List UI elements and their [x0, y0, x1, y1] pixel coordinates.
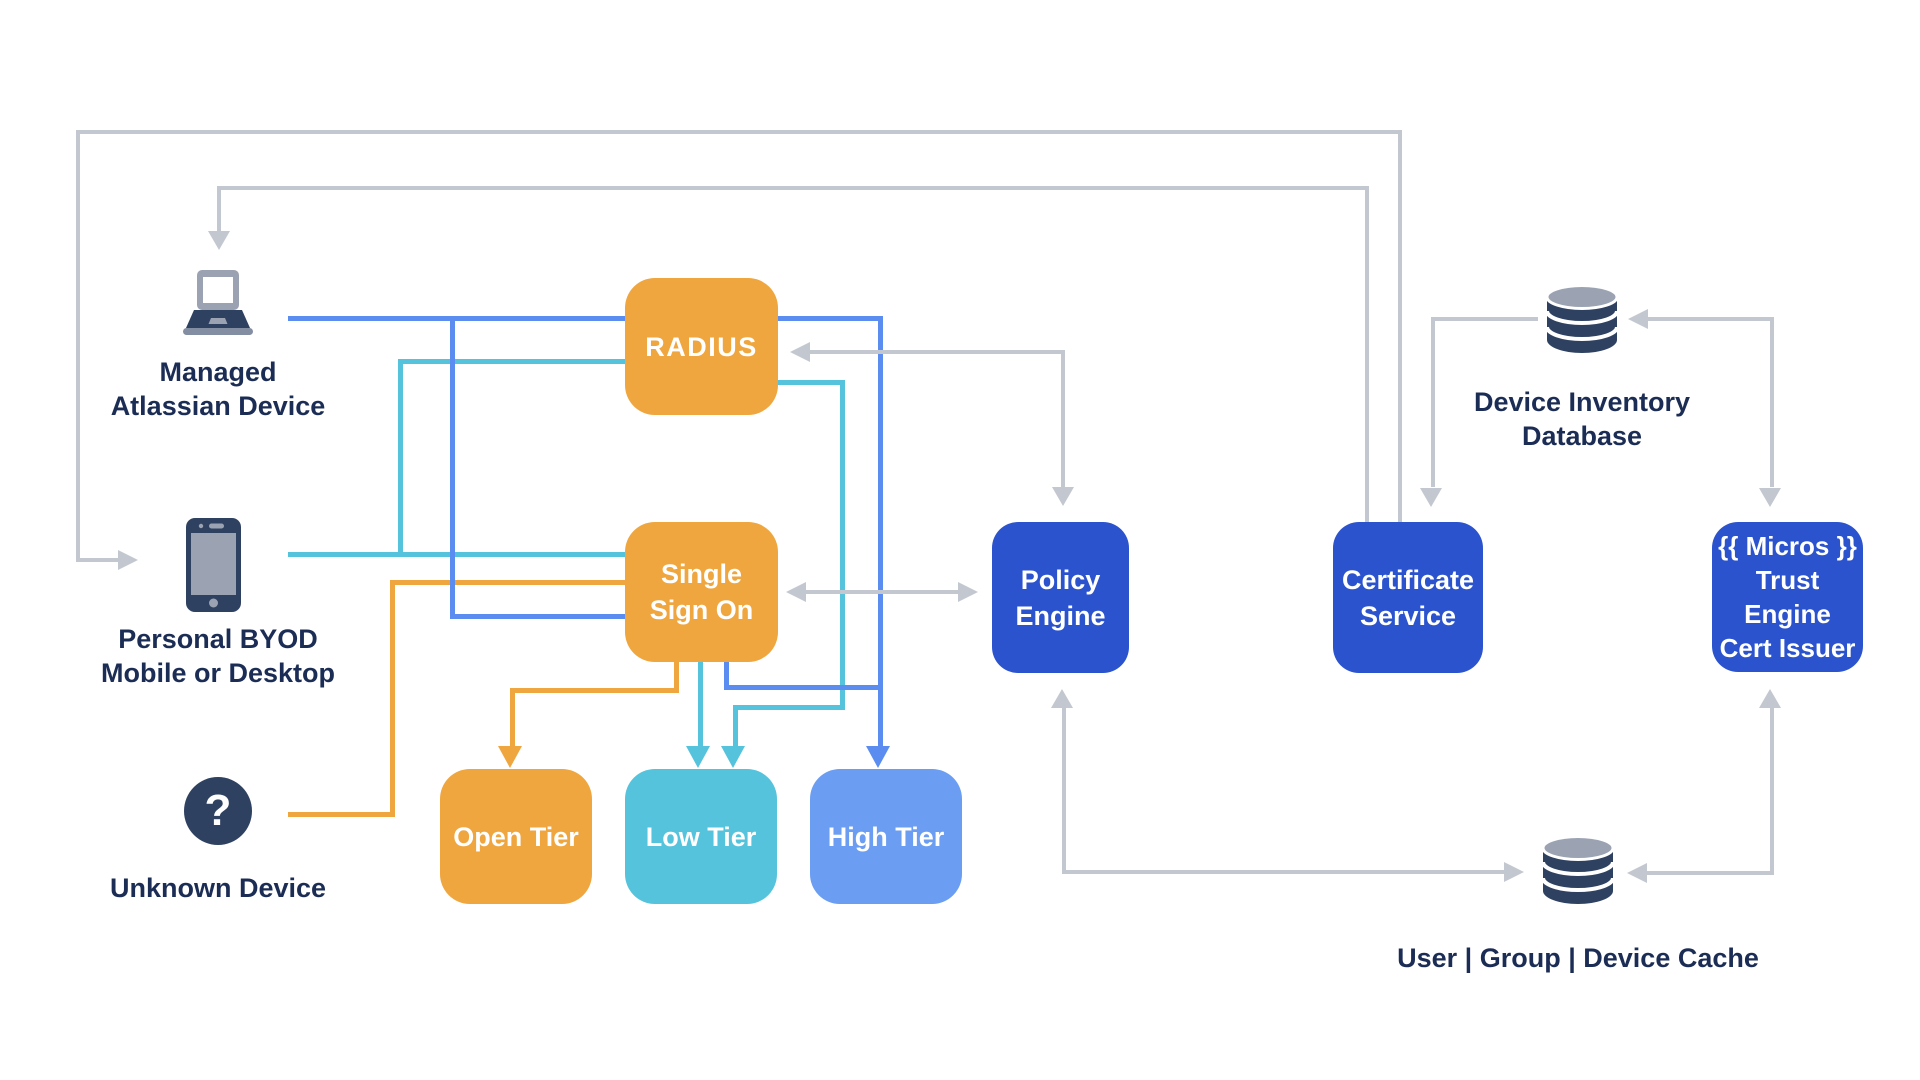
edge-policy-cache: [1062, 707, 1066, 874]
edge-sso-opentier: [674, 662, 679, 693]
arrowhead-cache-left: [1504, 862, 1524, 882]
node-low-tier: Low Tier: [625, 769, 777, 904]
node-label: Trust Engine: [1744, 565, 1831, 629]
arrowhead-byod: [118, 550, 138, 570]
edge-radius-lowtier: [840, 380, 845, 710]
arrowhead-inventory-right: [1628, 309, 1648, 329]
node-label: Policy: [1020, 564, 1101, 595]
arrowhead-policy-top: [1052, 487, 1074, 506]
edge-radius-policy: [1061, 350, 1065, 487]
edge-inventory-cert: [1431, 317, 1538, 321]
arrowhead-managed: [208, 231, 230, 250]
node-label: Engine: [1015, 600, 1106, 631]
edge-certservice-byod: [76, 130, 80, 562]
edge-radius-hightier: [878, 316, 883, 746]
edge-inventory-micros: [1770, 317, 1774, 487]
laptop-icon: [183, 270, 253, 335]
arrowhead-opentier: [498, 746, 522, 768]
database-icon: [1541, 835, 1615, 904]
question-glyph: ?: [204, 786, 232, 835]
node-label: Low Tier: [645, 821, 757, 852]
node-label: Single: [660, 559, 742, 589]
edge-radius-lowtier: [733, 705, 738, 746]
edge-unknown-sso: [390, 580, 395, 817]
edge-policy-cache: [1062, 870, 1504, 874]
label-managed-device: Managed Atlassian Device: [110, 357, 326, 421]
arrowhead-sso: [786, 582, 806, 602]
arrowhead-radius: [790, 342, 810, 362]
arrowhead-lowtier-right: [721, 746, 745, 768]
node-label: Cert Issuer: [1719, 633, 1856, 663]
edge-byod-sso: [288, 552, 625, 557]
edge-certservice-byod: [1398, 130, 1402, 524]
label-user-cache: User | Group | Device Cache: [1397, 943, 1759, 973]
node-label: Certificate: [1341, 564, 1475, 595]
edge-sso-hightier: [724, 662, 729, 690]
question-mark-icon: ?: [184, 777, 252, 845]
edge-sso-opentier: [510, 688, 677, 693]
arrowhead-micros-top: [1759, 488, 1781, 507]
edge-radius-lowtier: [733, 705, 843, 710]
arrowhead-policy-bottom: [1051, 689, 1073, 708]
edge-certservice-managed: [217, 186, 221, 232]
edge-sso-opentier: [510, 688, 515, 746]
edge-laptop-radius: [288, 316, 625, 321]
label-device-inventory: Device Inventory Database: [1473, 387, 1691, 451]
arrowhead-cache-right: [1627, 863, 1647, 883]
edge-sso-policy: [806, 590, 958, 594]
node-single-sign-on: Single Sign On: [625, 522, 778, 662]
edge-radius-lowtier: [778, 380, 845, 385]
edge-inventory-micros: [1648, 317, 1774, 321]
node-micros-trust-engine: {{ Micros }} Trust Engine Cert Issuer: [1712, 522, 1863, 672]
arrowhead-micros-bottom: [1759, 689, 1781, 708]
edge-unknown-sso: [390, 580, 625, 585]
edge-cache-micros: [1770, 708, 1774, 875]
node-label: {{ Micros }}: [1718, 531, 1857, 561]
smartphone-icon: [186, 518, 241, 612]
node-label: RADIUS: [645, 331, 758, 362]
node-radius: RADIUS: [625, 278, 778, 415]
arrowhead-lowtier-left: [686, 746, 710, 768]
edge-cache-micros: [1647, 871, 1774, 875]
edge-certservice-byod: [76, 558, 118, 562]
node-certificate-service: Certificate Service: [1333, 522, 1483, 673]
edge-byod-radius: [398, 359, 625, 364]
edge-unknown-sso: [288, 812, 393, 817]
label-byod-device: Personal BYOD Mobile or Desktop: [100, 624, 336, 688]
label-unknown-device: Unknown Device: [109, 873, 327, 903]
node-label: High Tier: [827, 821, 945, 852]
node-high-tier: High Tier: [810, 769, 962, 904]
arrowhead-hightier: [866, 746, 890, 768]
arrowhead-policy-left: [958, 582, 978, 602]
edge-sso-hightier: [724, 685, 883, 690]
edge-certservice-byod: [76, 130, 1402, 134]
node-label: Sign On: [649, 595, 754, 625]
node-policy-engine: Policy Engine: [992, 522, 1129, 673]
edge-certservice-managed: [1365, 186, 1369, 524]
node-label: Service: [1359, 600, 1457, 631]
node-open-tier: Open Tier: [440, 769, 592, 904]
database-icon: [1545, 284, 1619, 353]
edge-radius-hightier: [778, 316, 883, 321]
edge-byod-radius: [398, 359, 403, 557]
node-label: Open Tier: [453, 821, 579, 852]
arrowhead-cert-top: [1420, 488, 1442, 507]
edge-sso-lowtier: [698, 662, 703, 746]
edge-laptop-sso: [450, 316, 455, 619]
edge-laptop-sso: [450, 614, 625, 619]
edge-inventory-cert: [1431, 317, 1435, 487]
edge-radius-policy: [810, 350, 1063, 354]
edge-certservice-managed: [217, 186, 1369, 190]
